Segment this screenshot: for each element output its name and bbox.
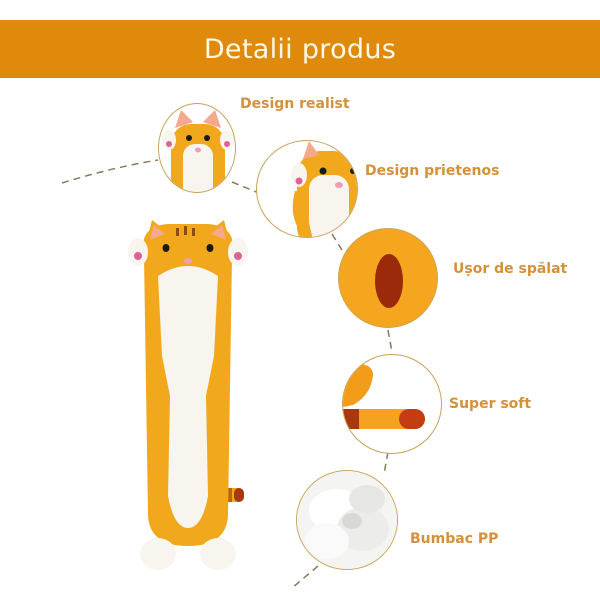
feature-circle-design-realist [158, 103, 236, 193]
feature-circle-design-prietenos [256, 140, 358, 238]
feature-circle-usor-de-spalat [338, 228, 438, 328]
feature-circle-super-soft [342, 354, 442, 454]
feature-label-bumbac-pp: Bumbac PP [410, 531, 499, 547]
fabric-closeup-icon [339, 229, 437, 327]
cotton-filling-icon [297, 471, 397, 569]
feature-label-design-realist: Design realist [240, 96, 350, 112]
tail-closeup-icon [343, 363, 425, 429]
feature-circle-bumbac-pp [296, 470, 398, 570]
feature-label-usor-de-spalat: Ușor de spălat [453, 261, 568, 277]
cat-face-closeup-icon [162, 110, 234, 192]
long-cat-plush-pillow-icon [118, 216, 258, 586]
page-title: Detalii produs [203, 33, 397, 65]
cat-side-closeup-icon [291, 141, 357, 237]
dashed-connector-line [61, 159, 393, 589]
product-details-area: Design realist Design prietenos Ușor de … [0, 78, 600, 600]
feature-label-super-soft: Super soft [449, 396, 532, 412]
feature-label-design-prietenos: Design prietenos [365, 163, 500, 179]
header-banner: Detalii produs [0, 20, 600, 78]
